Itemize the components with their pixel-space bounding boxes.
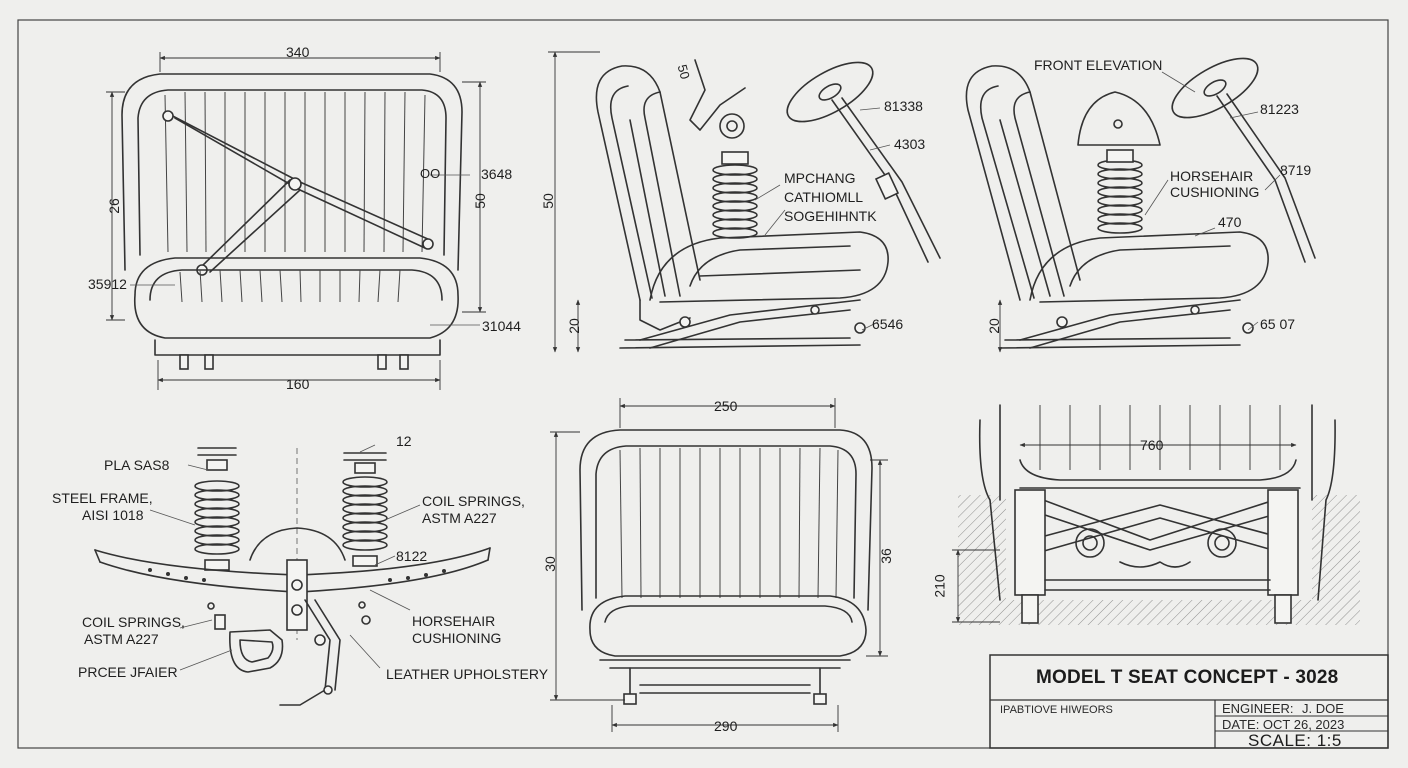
label-prcee-jfaier: PRCEE JFAIER: [78, 664, 178, 680]
callout-4303: 4303: [894, 136, 926, 152]
callout-3648: 3648: [481, 166, 513, 182]
label-sogehihntk: SOGEHIHNTK: [784, 208, 877, 224]
callout-8122: 8122: [396, 548, 428, 564]
dim-rear-right: 50: [471, 193, 488, 209]
dim-side2-base: 20: [985, 318, 1002, 334]
rear-view: [106, 52, 486, 390]
sheet-border: [17, 19, 1389, 749]
callout-8719: 8719: [1280, 162, 1312, 178]
callout-35912: 35912: [88, 276, 127, 292]
drawn-note: IPABTIOVE HIWEORS: [1000, 704, 1113, 716]
label-leather-upholstery: LEATHER UPHOLSTERY: [386, 666, 549, 682]
drawing-title: MODEL T SEAT CONCEPT - 3028: [1036, 667, 1339, 688]
drawing-date: DATE: OCT 26, 2023: [1222, 717, 1345, 732]
engineer-label: ENGINEER:: [1222, 701, 1294, 716]
dim-front-right: 36: [877, 548, 894, 564]
label-front-elevation: FRONT ELEVATION: [1034, 57, 1163, 73]
dim-rear-top: 340: [286, 44, 310, 60]
engineer-name: J. DOE: [1302, 701, 1344, 716]
dim-rear-bottom: 160: [286, 376, 310, 392]
label-coil-springs-right-spec: ASTM A227: [422, 510, 497, 526]
dim-front-left: 30: [541, 556, 558, 572]
label-horsehair-exploded-2: CUSHIONING: [412, 630, 502, 646]
label-steel-frame-spec: AISI 1018: [82, 507, 144, 523]
label-coil-springs-left-spec: ASTM A227: [84, 631, 159, 647]
callout-12: 12: [396, 433, 412, 449]
callout-6507: 65 07: [1260, 316, 1296, 332]
callout-oo: OO: [420, 166, 441, 181]
dim-section-left: 210: [931, 574, 948, 598]
exploded-view: [94, 444, 491, 706]
callout-470: 470: [1218, 214, 1242, 230]
label-coil-springs-left: COIL SPRINGS,: [82, 614, 185, 630]
dim-front-top: 250: [714, 398, 738, 414]
callout-81223: 81223: [1260, 101, 1299, 117]
label-steel-frame: STEEL FRAME,: [52, 490, 153, 506]
label-horsehair-exploded: HORSEHAIR: [412, 613, 496, 629]
dim-side1-height: 50: [539, 193, 556, 209]
side-view-2: [965, 57, 1316, 353]
label-cathiomll: CATHIOMLL: [784, 189, 864, 205]
dim-rear-left: 26: [105, 198, 122, 214]
title-block-frame: [989, 654, 1389, 749]
dim-section-top: 760: [1140, 437, 1164, 453]
drawing-scale: SCALE: 1:5: [1248, 731, 1342, 750]
callout-31044: 31044: [482, 318, 521, 334]
callout-81338: 81338: [884, 98, 923, 114]
label-pla-sas8: PLA SAS8: [104, 457, 170, 473]
side-view-1: [548, 51, 941, 353]
dim-front-bottom: 290: [714, 718, 738, 734]
section-view: [952, 404, 1360, 625]
dim-side1-base: 20: [565, 318, 582, 334]
label-horsehair-side: HORSEHAIR CUSHIONING: [1170, 168, 1260, 200]
label-mpchang: MPCHANG: [784, 170, 856, 186]
front-view: [550, 398, 888, 732]
callout-6546: 6546: [872, 316, 904, 332]
label-coil-springs-right: COIL SPRINGS,: [422, 493, 525, 509]
